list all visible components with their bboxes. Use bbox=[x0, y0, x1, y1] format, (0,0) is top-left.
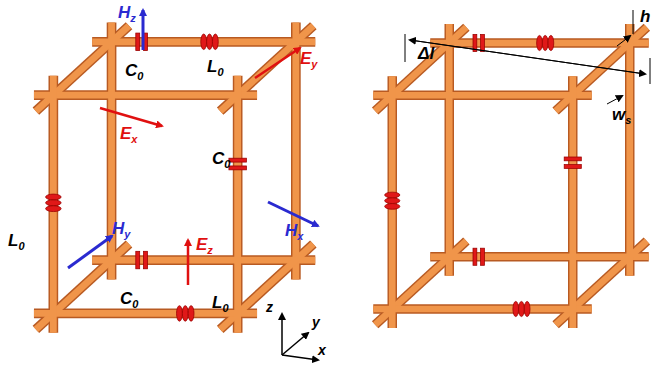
diagram-label: ws bbox=[612, 106, 631, 126]
diagram-label: L0 bbox=[207, 58, 224, 78]
diagram-label: Δl bbox=[418, 45, 434, 62]
diagram-label: z bbox=[266, 300, 273, 314]
diagram-label: h bbox=[640, 8, 650, 25]
diagram-label: Ez bbox=[196, 236, 213, 256]
diagram-label: Ex bbox=[120, 125, 137, 145]
diagram-label: C0 bbox=[212, 150, 230, 170]
diagram-label: L0 bbox=[212, 294, 229, 314]
diagram-label: y bbox=[312, 315, 320, 329]
diagram-label: L0 bbox=[8, 232, 25, 252]
diagram-label: Hx bbox=[285, 222, 303, 242]
diagram-label: C0 bbox=[125, 62, 143, 82]
diagram-label: x bbox=[318, 343, 326, 357]
diagram-label: C0 bbox=[120, 290, 138, 310]
diagram-label: Ey bbox=[300, 50, 317, 70]
diagram-label: Hz bbox=[118, 4, 136, 24]
diagram-label: Hy bbox=[112, 220, 130, 240]
